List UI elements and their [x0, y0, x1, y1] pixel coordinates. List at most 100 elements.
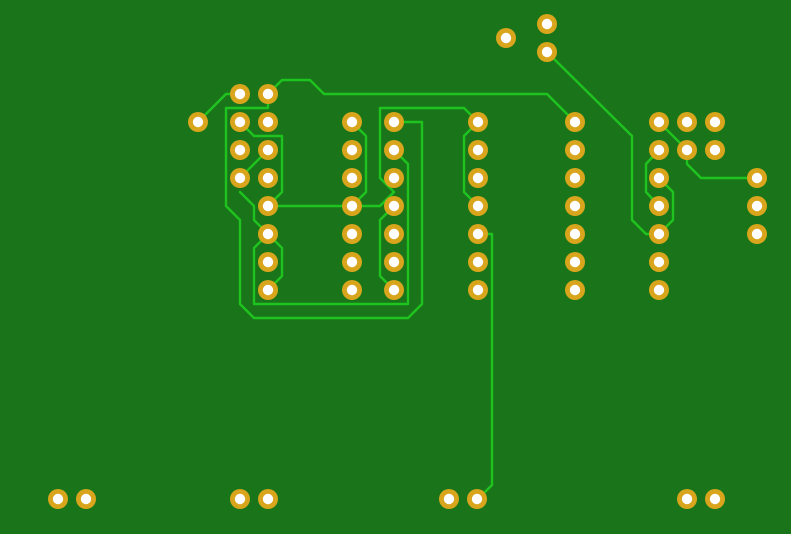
solder-pad [649, 252, 669, 272]
pad-hole [80, 493, 92, 505]
pad-hole [681, 116, 693, 128]
solder-pad [747, 224, 767, 244]
pad-hole [541, 46, 553, 58]
pad-hole [709, 116, 721, 128]
pad-hole [388, 144, 400, 156]
solder-pad [705, 112, 725, 132]
pad-hole [569, 116, 581, 128]
solder-pad [230, 140, 250, 160]
pad-hole [751, 172, 763, 184]
solder-pad [258, 196, 278, 216]
solder-pad [649, 280, 669, 300]
solder-pad [76, 489, 96, 509]
solder-pad [649, 140, 669, 160]
pad-hole [234, 116, 246, 128]
solder-pad [342, 224, 362, 244]
solder-pad [342, 280, 362, 300]
pad-hole [234, 144, 246, 156]
pad-hole [681, 144, 693, 156]
pad-hole [653, 172, 665, 184]
pad-hole [346, 256, 358, 268]
pad-hole [653, 200, 665, 212]
pad-hole [262, 116, 274, 128]
pad-hole [653, 116, 665, 128]
solder-pad [705, 140, 725, 160]
solder-pad [565, 140, 585, 160]
solder-pad [258, 140, 278, 160]
solder-pad [342, 168, 362, 188]
pad-hole [653, 256, 665, 268]
solder-pad [258, 84, 278, 104]
solder-pad [565, 196, 585, 216]
pad-hole [443, 493, 455, 505]
pad-hole [569, 228, 581, 240]
pad-hole [709, 493, 721, 505]
solder-pad [258, 280, 278, 300]
solder-pad [565, 224, 585, 244]
pad-hole [262, 200, 274, 212]
pad-hole [709, 144, 721, 156]
pad-hole [262, 493, 274, 505]
pad-hole [262, 256, 274, 268]
pad-hole [653, 284, 665, 296]
pad-hole [262, 88, 274, 100]
solder-pad [439, 489, 459, 509]
pad-hole [346, 200, 358, 212]
solder-pad [384, 280, 404, 300]
copper-trace [266, 78, 577, 124]
solder-pad [230, 489, 250, 509]
pad-hole [388, 172, 400, 184]
pad-hole [569, 144, 581, 156]
solder-pad [258, 252, 278, 272]
pad-hole [262, 172, 274, 184]
solder-pad [258, 489, 278, 509]
solder-pad [677, 140, 697, 160]
solder-pad [468, 280, 488, 300]
pad-hole [541, 18, 553, 30]
solder-pad [230, 168, 250, 188]
solder-pad [384, 196, 404, 216]
solder-pad [565, 280, 585, 300]
solder-pad [384, 252, 404, 272]
pad-hole [234, 88, 246, 100]
solder-pad [230, 84, 250, 104]
solder-pad [468, 196, 488, 216]
solder-pad [677, 489, 697, 509]
copper-trace [378, 106, 480, 208]
solder-pad [468, 168, 488, 188]
pad-hole [388, 284, 400, 296]
solder-pad [537, 42, 557, 62]
pad-hole [751, 228, 763, 240]
solder-pad [537, 14, 557, 34]
solder-pad [468, 252, 488, 272]
solder-pad [48, 489, 68, 509]
pad-layer [48, 14, 767, 509]
solder-pad [649, 224, 669, 244]
pad-hole [472, 228, 484, 240]
pad-hole [472, 172, 484, 184]
pad-hole [52, 493, 64, 505]
solder-pad [565, 168, 585, 188]
pad-hole [346, 228, 358, 240]
pad-hole [262, 144, 274, 156]
solder-pad [747, 168, 767, 188]
solder-pad [747, 196, 767, 216]
pad-hole [472, 144, 484, 156]
trace-layer [196, 50, 759, 501]
pad-hole [472, 284, 484, 296]
solder-pad [188, 112, 208, 132]
pad-hole [346, 144, 358, 156]
pad-hole [569, 256, 581, 268]
solder-pad [468, 140, 488, 160]
copper-trace [238, 120, 284, 208]
pad-hole [234, 172, 246, 184]
solder-pad [467, 489, 487, 509]
solder-pad [384, 168, 404, 188]
pad-hole [569, 200, 581, 212]
pad-hole [388, 256, 400, 268]
pad-hole [681, 493, 693, 505]
solder-pad [342, 196, 362, 216]
solder-pad [342, 252, 362, 272]
solder-pad [468, 112, 488, 132]
